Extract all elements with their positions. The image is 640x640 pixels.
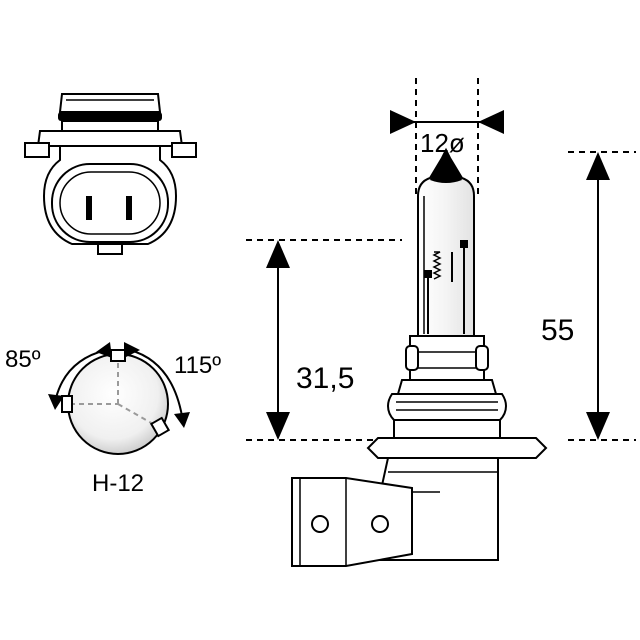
filament-icon (424, 240, 468, 334)
bulb-side-view (291, 147, 548, 567)
dimension-diameter (390, 78, 504, 196)
base-front-view (48, 342, 190, 455)
dimension-height-light-center (246, 239, 402, 441)
height-total-label: 55 (541, 314, 575, 347)
diameter-label: 12ø (420, 128, 465, 158)
angle-left-label: 85º (5, 346, 41, 373)
dimension-height-total (568, 151, 636, 441)
base-type-label: H-12 (92, 470, 145, 497)
connector-top-view (24, 93, 197, 255)
height-light-center-label: 31,5 (296, 362, 355, 395)
angle-right-label: 115º (174, 352, 222, 379)
